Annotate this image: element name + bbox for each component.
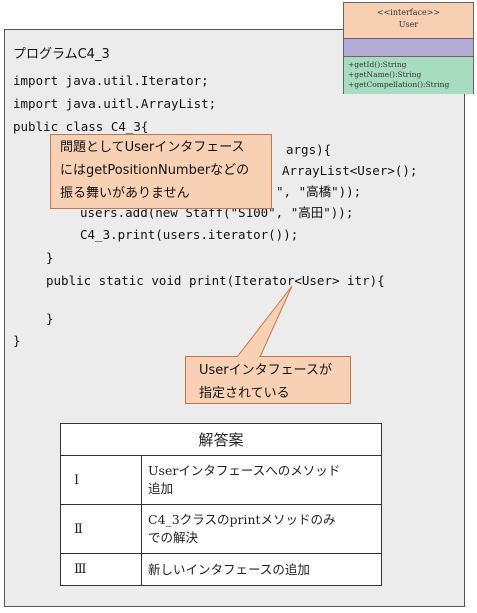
callout-line: 問題としてUserインタフェース: [60, 140, 245, 155]
code-line: import java.uitl.ArrayList;: [13, 96, 217, 111]
answer-text-line: Userインタフェースへのメソッド: [148, 463, 341, 478]
code-line: import java.util.Iterator;: [13, 73, 209, 88]
uml-class-name: User: [398, 20, 419, 29]
program-title: プログラムC4_3: [13, 47, 110, 62]
code-line: ", "高橋"));: [276, 184, 362, 199]
answer-text-line: での解決: [148, 530, 199, 545]
uml-method: +getCompellation():String: [348, 80, 450, 89]
uml-method: +getName():String: [348, 70, 422, 79]
code-line: ArrayList<User>();: [282, 163, 418, 178]
table-row: Ⅲ 新しいインタフェースの追加: [60, 553, 382, 586]
answer-text: C4_3クラスのprintメソッドのみ での解決: [141, 504, 382, 554]
uml-stereotype: <<interface>>: [376, 8, 441, 17]
code-line: }: [46, 250, 54, 265]
answer-text-line: 追加: [148, 481, 174, 496]
uml-attributes: [344, 39, 473, 57]
answer-text: Userインタフェースへのメソッド 追加: [141, 455, 382, 505]
callout-line: 指定されている: [199, 386, 290, 401]
table-row: Ⅰ Userインタフェースへのメソッド 追加: [60, 455, 382, 505]
callout-user-interface: Userインタフェースが 指定されている: [185, 356, 351, 404]
uml-interface-box: <<interface>> User +getId():String +getN…: [343, 2, 474, 94]
code-line: args){: [286, 142, 332, 157]
answer-number: Ⅱ: [60, 504, 142, 554]
answer-text: 新しいインタフェースの追加: [141, 553, 382, 586]
uml-method: +getId():String: [348, 60, 407, 69]
code-line: }: [46, 311, 54, 326]
answer-table-header: 解答案: [60, 423, 382, 456]
answer-text-line: C4_3クラスのprintメソッドのみ: [148, 512, 336, 527]
callout-problem: 問題としてUserインタフェース にはgetPositionNumberなどの …: [50, 134, 272, 209]
answer-table: 解答案 Ⅰ Userインタフェースへのメソッド 追加 Ⅱ C4_3クラスのpri…: [60, 423, 382, 586]
callout-line: にはgetPositionNumberなどの: [60, 163, 250, 178]
answer-text-line: 新しいインタフェースの追加: [148, 561, 310, 577]
answer-number: Ⅰ: [60, 455, 142, 505]
code-line: C4_3.print(users.iterator());: [80, 227, 299, 242]
code-line: public class C4_3{: [13, 119, 149, 134]
table-row: Ⅱ C4_3クラスのprintメソッドのみ での解決: [60, 504, 382, 554]
answer-number: Ⅲ: [60, 553, 142, 586]
callout-line: 振る舞いがありません: [60, 186, 190, 201]
code-line: }: [13, 333, 21, 348]
callout-line: Userインタフェースが: [199, 363, 332, 378]
uml-methods: +getId():String +getName():String +getCo…: [344, 57, 473, 94]
code-line: public static void print(Iterator<User> …: [46, 273, 385, 288]
uml-header: <<interface>> User: [344, 3, 473, 39]
